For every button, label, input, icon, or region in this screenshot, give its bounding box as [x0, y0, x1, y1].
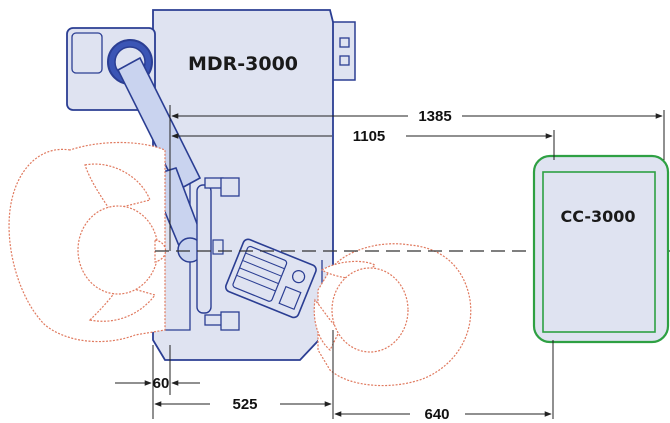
side-button-top — [339, 37, 350, 48]
main-unit-label: MDR-3000 — [188, 53, 298, 75]
operator-left-head — [77, 205, 159, 295]
operator-console — [224, 238, 317, 319]
tool-rail — [196, 177, 240, 331]
dimension-lines — [115, 105, 665, 419]
cart-body — [542, 171, 656, 333]
dimension-60: 60 — [153, 375, 170, 392]
cart — [532, 154, 670, 344]
console-knob-icon — [292, 270, 306, 284]
operator-left — [8, 141, 167, 343]
operator-right-head — [331, 267, 409, 353]
arm-base-window — [71, 32, 103, 74]
dimension-1105: 1105 — [353, 128, 386, 145]
dimension-525: 525 — [232, 396, 257, 413]
side-panel — [333, 21, 356, 81]
operator-right — [313, 243, 472, 387]
side-button-bottom — [339, 55, 350, 66]
cart-label: CC-3000 — [560, 207, 635, 226]
dimension-1385: 1385 — [418, 108, 451, 125]
dimension-640: 640 — [424, 406, 449, 419]
